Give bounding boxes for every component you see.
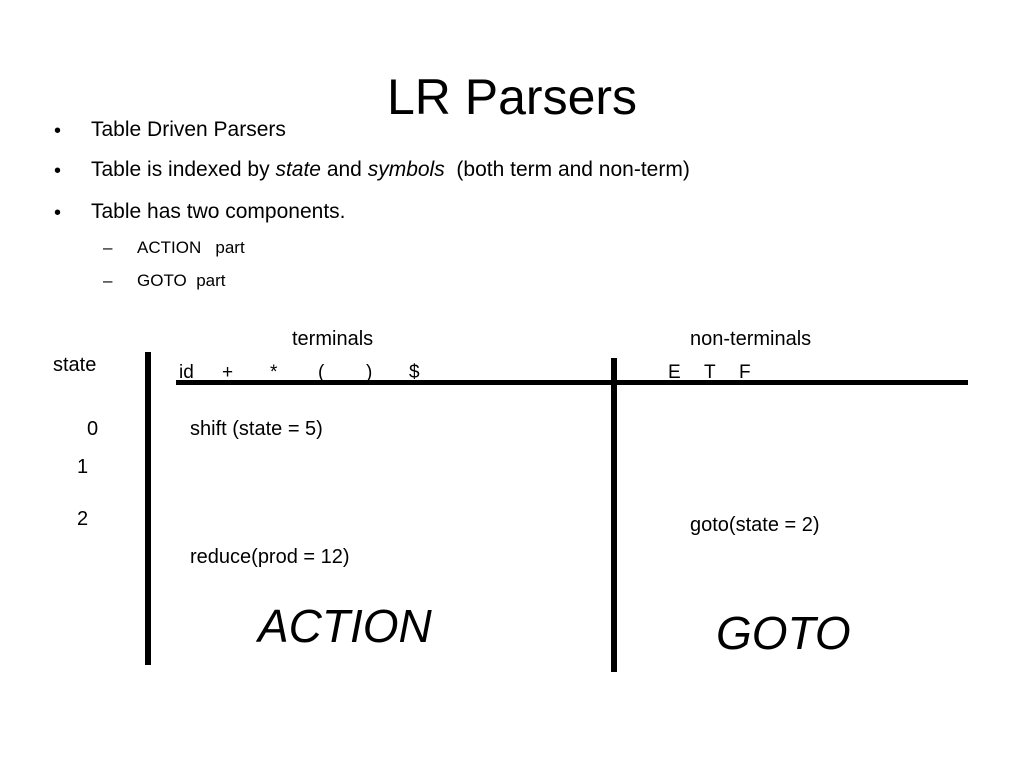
subbullet-marker: – xyxy=(103,238,113,257)
nonterminal-symbol: F xyxy=(739,362,751,383)
bullet-segment-italic: state xyxy=(275,158,321,181)
terminal-symbol: id xyxy=(179,362,194,383)
state-number: 0 xyxy=(87,418,99,440)
shift-entry: shift (state = 5) xyxy=(190,418,323,440)
bullet-text: Table Driven Parsers xyxy=(91,116,286,144)
subbullet-marker: – xyxy=(103,271,113,290)
state-number: 2 xyxy=(77,508,89,530)
bullet-text: Table has two components. xyxy=(91,198,345,226)
reduce-entry: reduce(prod = 12) xyxy=(190,546,350,568)
bullet-segment: Table Driven Parsers xyxy=(91,118,286,141)
bullet-marker: • xyxy=(54,160,62,182)
terminal-symbol: * xyxy=(270,362,278,383)
bullet-marker: • xyxy=(54,120,62,142)
bullet-segment: (both term and non-term) xyxy=(444,158,690,181)
header-rule xyxy=(176,380,968,385)
terminal-symbol: $ xyxy=(409,362,420,383)
bullet-segment: Table is indexed by xyxy=(91,158,276,181)
bullet-segment-italic: symbols xyxy=(367,158,445,181)
terminal-symbol: + xyxy=(222,362,234,383)
subbullet-text: ACTION part xyxy=(137,238,245,257)
bullet-marker: • xyxy=(54,202,62,224)
action-goto-divider-line xyxy=(611,358,617,672)
state-number: 1 xyxy=(77,456,89,478)
slide-title: LR Parsers xyxy=(386,69,638,125)
state-divider-line xyxy=(145,352,151,665)
terminals-label: terminals xyxy=(292,328,374,350)
bullet-segment: Table has two components. xyxy=(91,200,346,223)
state-column-label: state xyxy=(53,354,97,376)
action-section-label: ACTION xyxy=(258,600,432,652)
goto-entry: goto(state = 2) xyxy=(690,514,820,536)
bullet-segment: and xyxy=(320,158,368,181)
terminal-symbol: ( xyxy=(318,362,325,383)
nonterminals-label: non-terminals xyxy=(690,328,812,350)
nonterminal-symbol: T xyxy=(704,362,716,383)
goto-section-label: GOTO xyxy=(716,607,851,659)
bullet-text: Table is indexed by state and symbols (b… xyxy=(91,156,690,184)
terminal-symbol: ) xyxy=(366,362,373,383)
subbullet-text: GOTO part xyxy=(137,271,226,290)
nonterminal-symbol: E xyxy=(668,362,681,383)
